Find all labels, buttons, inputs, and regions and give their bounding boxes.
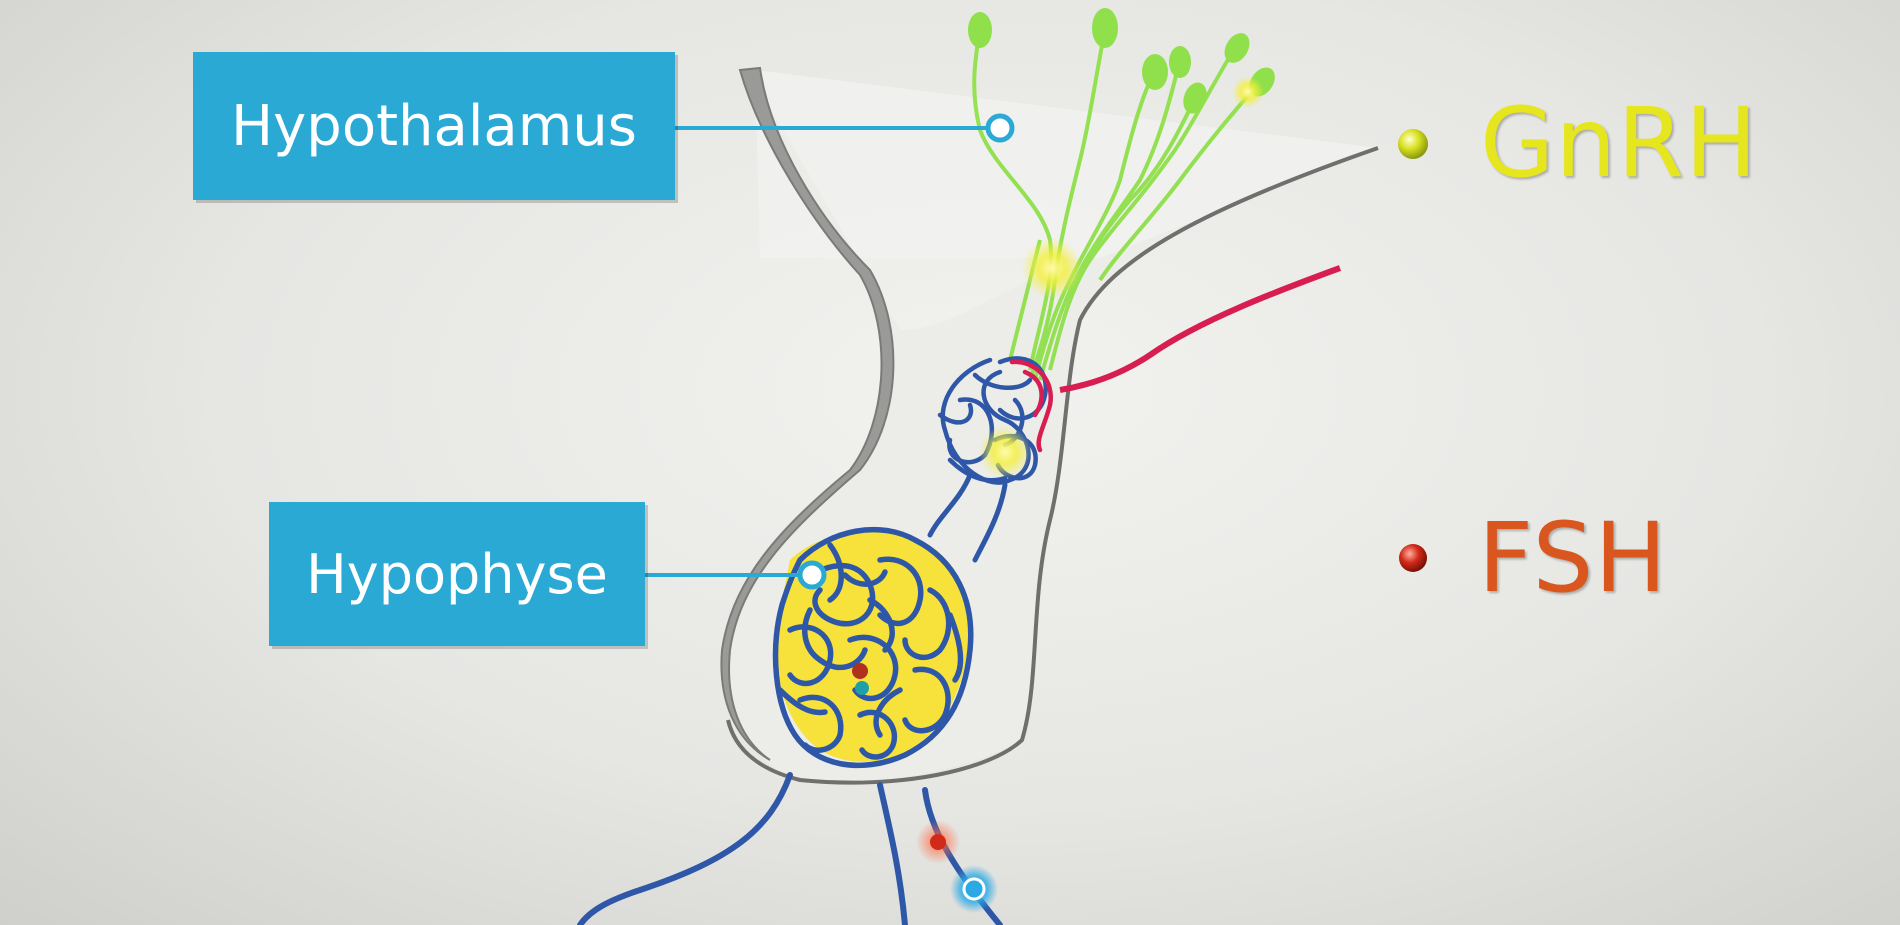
neuron-heads (968, 8, 1275, 114)
red-dot (1399, 544, 1427, 572)
right-outline (726, 146, 1379, 785)
red-vessel (1059, 265, 1342, 393)
legend-gnrh: GnRH (1480, 87, 1759, 199)
glow-capillary (979, 426, 1031, 478)
glow-hypothalamus (1022, 238, 1082, 298)
portal-vessels (927, 472, 1008, 563)
hormone-red-cell (852, 663, 868, 679)
label-hypothalamus: Hypothalamus (193, 52, 675, 200)
label-hypophyse-text: Hypophyse (306, 542, 608, 606)
label-hypophyse: Hypophyse (269, 502, 645, 646)
pointer-hypophyse (797, 560, 827, 590)
hormone-fsh-exit (930, 834, 946, 850)
pointer-hypothalamus (985, 113, 1015, 143)
hormone-blue-exit (962, 877, 986, 901)
capillary-upper-red (1009, 359, 1054, 453)
hormone-teal-cell (855, 681, 869, 695)
hypothalamus-region (755, 70, 1378, 258)
left-wall (720, 66, 895, 761)
leader-lines (645, 126, 995, 577)
glow-top (1232, 76, 1264, 108)
label-hypothalamus-text: Hypothalamus (231, 93, 637, 159)
capillary-gland (772, 526, 974, 769)
yellow-dot (1398, 129, 1428, 159)
legend-fsh: FSH (1478, 502, 1668, 614)
